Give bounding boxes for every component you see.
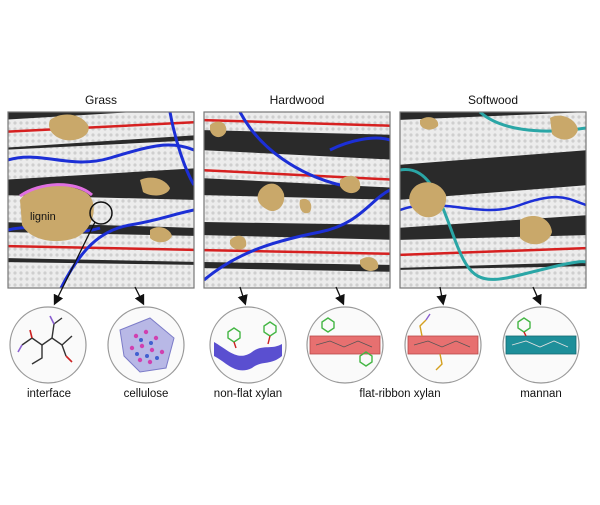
red-stripes-softwood — [400, 246, 586, 257]
panel-hardwood — [204, 112, 390, 288]
detail-circles — [9, 306, 580, 384]
circle-mannan — [502, 306, 580, 384]
red-stripes-hardwood — [204, 118, 390, 256]
arrow-icon — [532, 286, 542, 306]
lignin-blobs-hardwood — [210, 121, 379, 271]
panel-softwood — [400, 112, 586, 288]
panel-title-grass: Grass — [84, 93, 117, 107]
caption-interface: interface — [26, 388, 72, 400]
cellulose-fibers-softwood — [400, 112, 586, 288]
circle-flat-xylan-softwood — [404, 306, 482, 384]
red-stripes-grass — [8, 121, 194, 252]
circle-nonflat-xylan — [209, 306, 287, 384]
arrow-icon — [53, 221, 96, 306]
arrows — [53, 221, 542, 306]
arrow-icon — [436, 286, 447, 306]
caption-nonflat-xylan: non-flat xylan — [213, 388, 283, 400]
lignin-blobs-softwood — [409, 115, 578, 245]
panel-grass: lignin — [8, 112, 194, 288]
panel-title-softwood: Softwood — [467, 93, 519, 107]
arrow-icon — [237, 286, 248, 306]
arrow-icon — [134, 286, 145, 306]
magnifier-circle-icon — [89, 201, 113, 225]
caption-cellulose: cellulose — [123, 388, 169, 400]
caption-flat-ribbon-xylan: flat-ribbon xylan — [359, 388, 441, 400]
xylan-ribbons-hardwood — [204, 112, 390, 282]
circle-flat-xylan-hardwood — [306, 306, 384, 384]
circle-cellulose — [107, 306, 185, 384]
caption-mannan: mannan — [520, 388, 562, 400]
circle-interface — [9, 306, 87, 384]
lignin-label: lignin — [30, 211, 56, 223]
lignin-blobs-grass — [20, 114, 172, 243]
panel-title-hardwood: Hardwood — [269, 93, 325, 107]
pink-highlight — [19, 183, 93, 198]
arrow-icon — [335, 286, 345, 306]
